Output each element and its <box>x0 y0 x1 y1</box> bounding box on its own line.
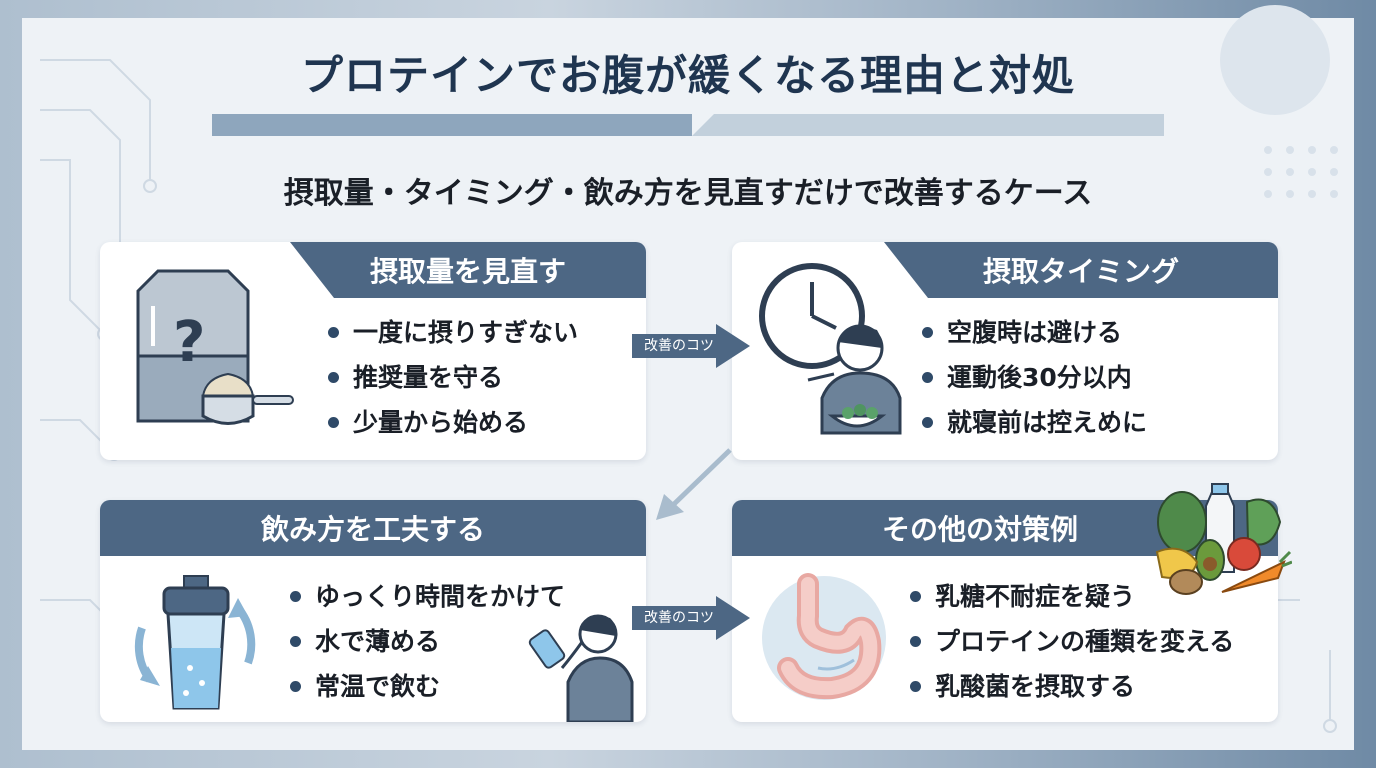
list-item: 運動後30分以内 <box>922 355 1147 400</box>
person-drinking-icon <box>528 614 634 722</box>
svg-text:?: ? <box>173 310 205 375</box>
food-vegetables-milk-icon <box>1155 483 1292 595</box>
list-item: 一度に摂りすぎない <box>328 310 578 355</box>
list-item: 常温で飲む <box>290 664 565 709</box>
card-drinking-heading: 飲み方を工夫する <box>100 500 646 556</box>
list-item: ゆっくり時間をかけて <box>290 574 565 619</box>
card-timing-heading: 摂取タイミング <box>884 242 1278 298</box>
list-item: 水で薄める <box>290 619 565 664</box>
list-item: 乳糖不耐症を疑う <box>910 574 1234 619</box>
page-title: プロテインでお腹が緩くなる理由と対処 <box>300 51 1075 100</box>
list-item: プロテインの種類を変える <box>910 619 1234 664</box>
clock-person-eating-icon <box>759 263 902 435</box>
subtitle: 摂取量・タイミング・飲み方を見直すだけで改善するケース <box>283 176 1093 211</box>
stomach-icon <box>762 573 886 700</box>
protein-bag-scoop-icon: ? <box>136 269 294 425</box>
arrow-to-timing: 改善のコツ <box>632 324 750 368</box>
list-item: 空腹時は避ける <box>922 310 1147 355</box>
card-other: その他の対策例 乳糖不耐症を疑う プロテインの種類を変える 乳酸菌を摂取する <box>732 500 1278 722</box>
arrow-label: 改善のコツ <box>644 338 714 354</box>
card-drinking: 飲み方を工夫する ゆっくり時間をかけて 水で薄める 常温で飲む <box>100 500 646 722</box>
card-timing: 摂取タイミング 空腹時は避ける 運動後30分以内 就寝前は控えめに <box>732 242 1278 460</box>
card-amount-heading: 摂取量を見直す <box>290 242 646 298</box>
diagonal-flow-arrow <box>656 448 732 520</box>
title-underline <box>212 114 1164 136</box>
list-item: 推奨量を守る <box>328 355 578 400</box>
list-item: 就寝前は控えめに <box>922 400 1147 445</box>
arrow-label: 改善のコツ <box>644 610 714 626</box>
list-item: 少量から始める <box>328 400 578 445</box>
card-amount: 摂取量を見直す ? 一度に摂りすぎない 推奨量を守る 少量から始める <box>100 242 646 460</box>
arrow-to-other: 改善のコツ <box>632 596 750 640</box>
list-item: 乳酸菌を摂取する <box>910 664 1234 709</box>
shaker-bottle-icon <box>134 575 256 710</box>
